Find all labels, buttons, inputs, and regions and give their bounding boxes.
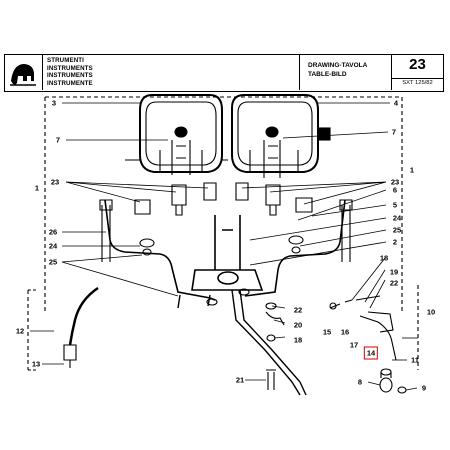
right-gauge-housing xyxy=(231,94,331,178)
part-label-11: 11 xyxy=(411,355,419,365)
left-gauge-housing xyxy=(125,94,228,175)
part-label-23-left: 23 xyxy=(50,177,60,187)
part-label-21: 21 xyxy=(235,375,245,385)
part-label-18: 18 xyxy=(379,253,389,263)
bulb-holders xyxy=(134,182,313,216)
part-label-25-left: 25 xyxy=(48,257,58,267)
part-label-26: 26 xyxy=(48,227,58,237)
instrument-support-bracket xyxy=(104,199,346,301)
assembly-frame xyxy=(44,96,403,312)
part-label-15: 15 xyxy=(322,327,332,337)
title-en: INSTRUMENTS xyxy=(47,64,93,72)
leader-lines xyxy=(30,102,418,391)
part-label-22-right: 22 xyxy=(389,278,399,288)
part-label-4: 4 xyxy=(393,98,399,108)
part-label-7-right: 7 xyxy=(391,127,397,137)
part-label-17: 17 xyxy=(349,340,359,350)
part-label-16: 16 xyxy=(340,327,350,337)
drawing-label-1: DRAWING-TAVOLA xyxy=(308,62,368,69)
lever-assembly xyxy=(329,295,407,394)
part-label-18-lower: 18 xyxy=(293,335,303,345)
part-label-24-left: 24 xyxy=(48,241,58,251)
part-label-5: 5 xyxy=(392,200,398,210)
side-posts xyxy=(99,199,353,262)
drawing-number-box: 23 SXT 125/82 xyxy=(391,55,443,90)
part-label-22: 22 xyxy=(293,305,303,315)
drawing-code: SXT 125/82 xyxy=(392,78,443,86)
part-label-12: 12 xyxy=(15,326,25,336)
brand-logo xyxy=(5,55,43,90)
part-label-25-right: 25 xyxy=(392,225,402,235)
title-it: STRUMENTI xyxy=(47,57,84,64)
part-label-20: 20 xyxy=(293,320,303,330)
part-label-1-left: 1 xyxy=(34,183,40,193)
drawing-caption: DRAWING-TAVOLA TABLE-BILD xyxy=(299,55,391,90)
drawing-number: 23 xyxy=(409,56,426,73)
drawing-label-2: TABLE-BILD xyxy=(308,71,347,78)
part-label-14-highlighted[interactable]: 14 xyxy=(363,346,379,360)
part-label-9: 9 xyxy=(421,383,427,393)
section-titles: STRUMENTI INSTRUMENTS INSTRUMENTS INSTRU… xyxy=(47,57,93,87)
part-label-13: 13 xyxy=(31,359,41,369)
title-block: STRUMENTI INSTRUMENTS INSTRUMENTS INSTRU… xyxy=(4,54,444,92)
part-label-7-left: 7 xyxy=(55,135,61,145)
part-label-2: 2 xyxy=(392,237,398,247)
part-label-10: 10 xyxy=(426,307,436,317)
part-label-19: 19 xyxy=(389,267,399,277)
part-label-8: 8 xyxy=(357,377,363,387)
title-fr: INSTRUMENTS xyxy=(47,72,93,79)
part-label-1-right: 1 xyxy=(409,165,415,175)
title-de: INSTRUMENTE xyxy=(47,79,93,87)
instrument-cables xyxy=(177,289,307,396)
speedometer-cable xyxy=(63,286,99,368)
hardware xyxy=(206,288,285,390)
part-label-3: 3 xyxy=(51,98,57,108)
part-label-23-right: 23 xyxy=(390,177,400,187)
elephant-logo-icon xyxy=(10,64,36,86)
part-label-24-right: 24 xyxy=(392,213,402,223)
part-label-6: 6 xyxy=(392,185,398,195)
